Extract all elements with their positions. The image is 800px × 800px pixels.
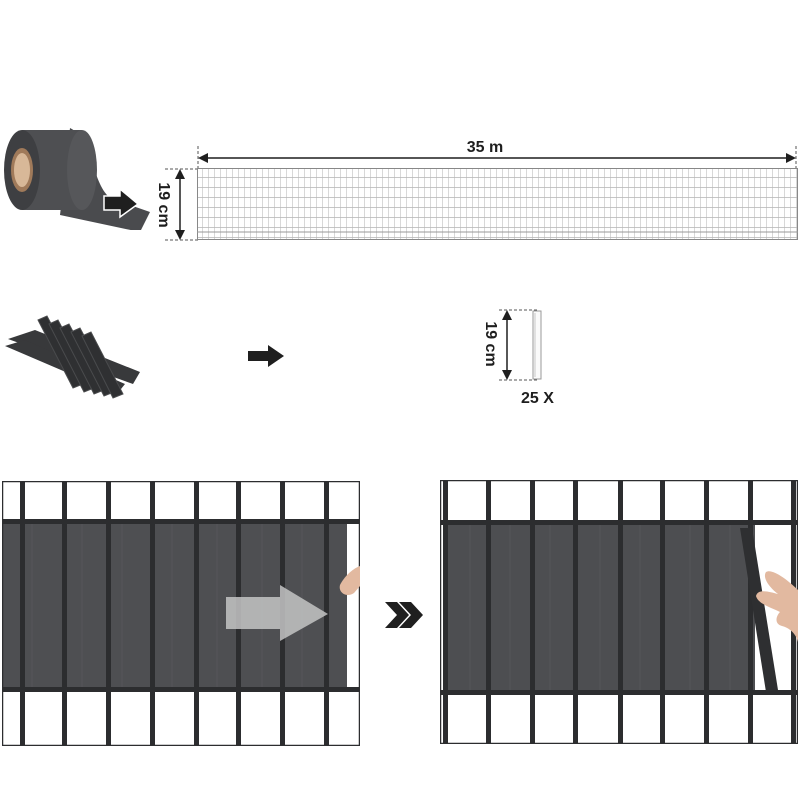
roll-height-label: 19 cm [155, 182, 172, 228]
roll-length-dimension [195, 146, 800, 168]
privacy-roll-illustration [0, 120, 160, 230]
horizontal-dimension-arrow-icon [197, 146, 797, 168]
roll-length-label: 35 m [466, 139, 504, 156]
clip-height-dimension [497, 307, 549, 383]
roll-icon [4, 128, 150, 230]
clip-strip-icon [740, 528, 778, 692]
unrolled-strip-grid [197, 168, 798, 240]
overlay-arrow-icon [226, 585, 328, 641]
clips-bundle-illustration [5, 312, 140, 402]
clip-quantity-label: 25 X [521, 390, 554, 407]
clip-height-label: 19 cm [482, 321, 499, 367]
double-chevron-icon [383, 600, 423, 630]
clip-profile-icon [499, 309, 542, 381]
vertical-dimension-arrow-icon [165, 168, 199, 241]
roll-height-dimension [163, 165, 199, 245]
step2-fence-illustration [440, 480, 798, 744]
grid-strip-icon [197, 168, 798, 240]
clips-arrow-icon [246, 345, 286, 367]
step1-fence-illustration [2, 481, 360, 746]
clips-icon [5, 315, 140, 399]
fence-clip-icon [440, 480, 798, 744]
fence-weave-icon [2, 481, 360, 746]
